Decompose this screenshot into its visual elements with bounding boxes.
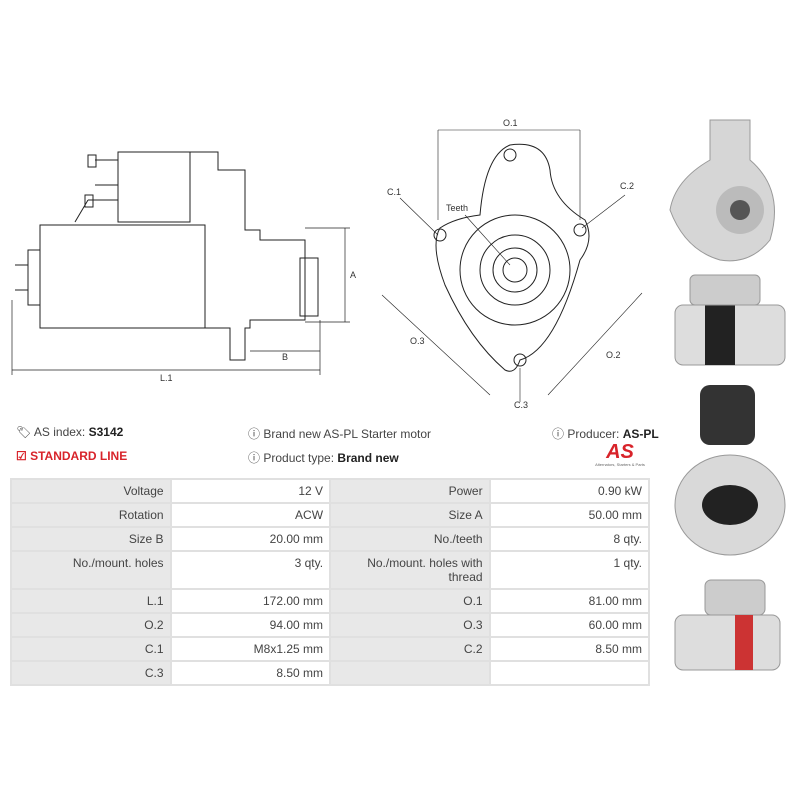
spec-label: Size B [10,526,172,552]
spec-value: M8x1.25 mm [169,636,332,662]
spec-value: ACW [169,502,332,528]
spec-value: 8.50 mm [488,636,651,662]
spec-value: 8 qty. [488,526,651,552]
spec-value: 60.00 mm [488,612,651,638]
spec-label: Rotation [10,502,172,528]
dim-c2-label: C.2 [620,181,634,191]
spec-label: C.2 [329,636,491,662]
checkbox-icon: ☑ [16,449,27,463]
dim-b-label: B [282,352,288,362]
tags-icon: 🏷 [16,425,32,439]
as-index-value: S3142 [88,425,124,439]
dim-l1-label: L.1 [160,373,173,383]
spec-label: Power [329,478,491,504]
photo-side [674,274,786,366]
spec-label: O.1 [329,588,491,614]
as-index: 🏷 AS index: S3142 [16,425,124,439]
standard-line-badge: ☑ STANDARD LINE [16,449,128,463]
spec-label: C.3 [10,660,172,686]
spec-label: O.3 [329,612,491,638]
spec-label: No./mount. holes [10,550,172,590]
spec-label: Size A [329,502,491,528]
info-icon: ⓘ [248,427,261,441]
product-type: ⓘ Product type: Brand new [248,451,399,465]
spec-label: Voltage [10,478,172,504]
spec-label: O.2 [10,612,172,638]
info-icon: ⓘ [248,451,261,465]
spec-label: C.1 [10,636,172,662]
dim-c3-label: C.3 [514,400,528,410]
spec-value: 81.00 mm [488,588,651,614]
spec-value: 94.00 mm [169,612,332,638]
producer: ⓘ Producer: AS-PL [552,427,659,441]
info-icon: ⓘ [552,427,565,441]
spec-label [329,660,491,686]
spec-value: 20.00 mm [169,526,332,552]
dim-o3-label: O.3 [410,336,425,346]
spec-value: 50.00 mm [488,502,651,528]
photo-angle [674,579,781,671]
description: ⓘ Brand new AS-PL Starter motor [248,427,431,441]
dim-c1-label: C.1 [387,187,401,197]
side-view-drawing: A B L.1 [11,151,356,383]
spec-label: No./teeth [329,526,491,552]
as-pl-logo: AS Alternators, Starters & Parts [595,441,645,467]
spec-value: 8.50 mm [169,660,332,686]
dim-o2-label: O.2 [606,350,621,360]
spec-value: 3 qty. [169,550,332,590]
spec-value: 12 V [169,478,332,504]
photo-front [669,119,775,262]
dim-teeth-label: Teeth [446,203,468,213]
spec-label: L.1 [10,588,172,614]
spec-value: 172.00 mm [169,588,332,614]
dim-a-label: A [350,270,356,280]
spec-value: 1 qty. [488,550,651,590]
spec-label: No./mount. holes with thread [329,550,491,590]
dim-o1-label: O.1 [503,118,518,128]
photo-rear [674,385,786,556]
product-photos [669,119,786,671]
front-view-drawing: O.1 C.1 C.2 Teeth O.3 O.2 C.3 [381,118,643,410]
spec-value [488,660,651,686]
spec-value: 0.90 kW [488,478,651,504]
